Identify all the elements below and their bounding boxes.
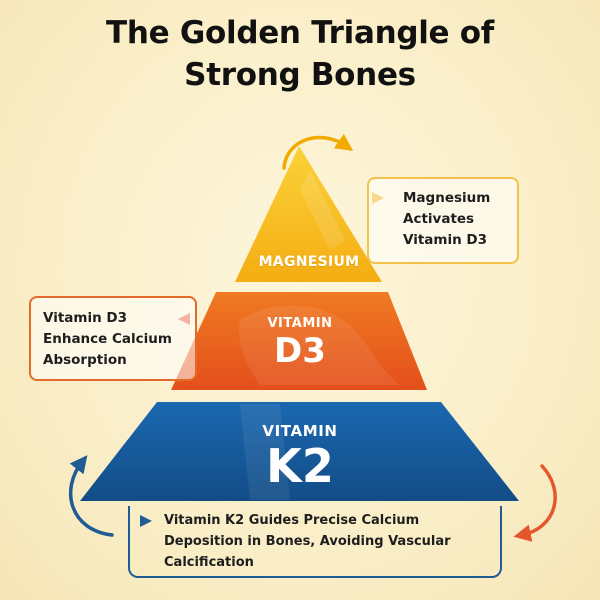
curved-arrow-right-icon (513, 464, 557, 542)
tier-magnesium-highlight (300, 170, 345, 250)
title-line-2: Strong Bones (184, 57, 416, 93)
tier-k2-label-big: K2 (266, 439, 334, 493)
callout-k2-line-3: Calcification (164, 555, 254, 570)
curved-arrow-top-icon (282, 133, 354, 170)
callout-magnesium-line-3: Vitamin D3 (403, 232, 488, 248)
page-title: The Golden Triangle of Strong Bones (0, 12, 600, 96)
callout-k2: Vitamin K2 Guides Precise Calcium Deposi… (128, 506, 502, 578)
callout-magnesium-line-2: Activates (403, 211, 475, 227)
callout-d3-line-3: Absorption (43, 352, 127, 368)
callout-magnesium-line-1: Magnesium (403, 190, 491, 206)
curved-arrow-left-icon (68, 455, 114, 537)
callout-magnesium: Magnesium Activates Vitamin D3 (367, 177, 519, 264)
callout-k2-marker-icon (140, 515, 152, 527)
tier-k2-label-small: VITAMIN (262, 422, 338, 440)
tier-vitamin-d3-bone-shape (239, 305, 400, 385)
tier-vitamin-k2-bone-shape (240, 404, 290, 500)
title-line-1: The Golden Triangle of (106, 15, 494, 51)
callout-d3: Vitamin D3 Enhance Calcium Absorption (29, 296, 197, 381)
tier-d3-label-small: VITAMIN (267, 316, 333, 331)
tier-magnesium (235, 146, 382, 282)
tier-vitamin-d3 (171, 292, 427, 390)
tier-vitamin-k2 (80, 402, 519, 501)
callout-d3-line-1: Vitamin D3 (43, 310, 128, 326)
callout-k2-line-2: Deposition in Bones, Avoiding Vascular (164, 534, 451, 549)
callout-d3-line-2: Enhance Calcium (43, 331, 172, 347)
tier-magnesium-label: MAGNESIUM (258, 254, 360, 270)
tier-d3-label-big: D3 (274, 331, 326, 371)
callout-k2-line-1: Vitamin K2 Guides Precise Calcium (164, 513, 420, 528)
